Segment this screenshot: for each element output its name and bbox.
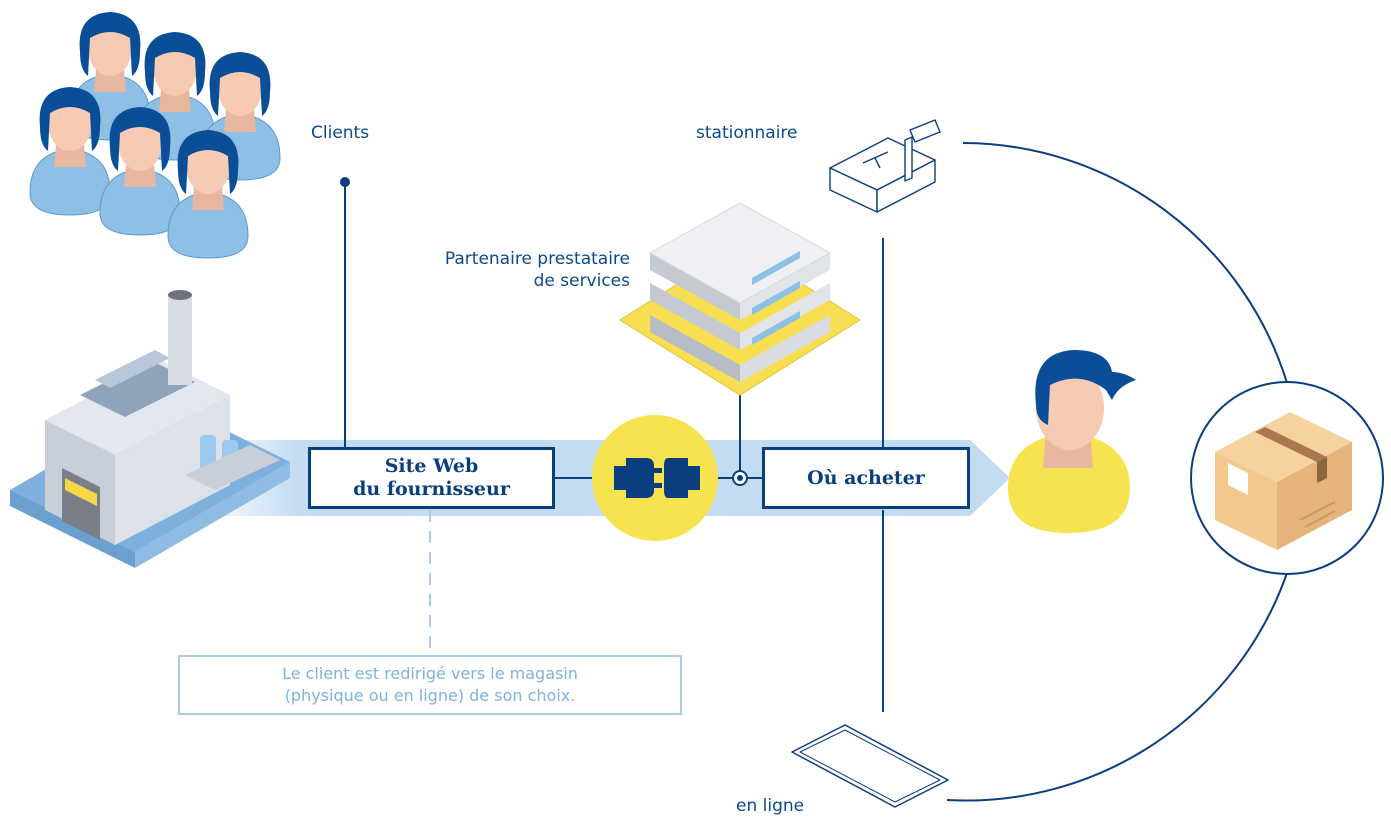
server-icon bbox=[619, 202, 861, 396]
where-to-buy-box: Où acheter bbox=[762, 447, 970, 509]
partner-label-line1: Partenaire prestataire bbox=[444, 249, 630, 269]
cash-register-icon bbox=[829, 119, 941, 213]
redirect-note-line1: Le client est redirigé vers le magasin bbox=[282, 664, 578, 683]
supplier-website-line1: Site Web bbox=[384, 455, 479, 477]
clients-dot bbox=[340, 177, 350, 187]
factory-icon bbox=[10, 290, 290, 568]
where-to-buy-label: Où acheter bbox=[807, 466, 925, 489]
online-label: en ligne bbox=[736, 796, 805, 816]
supplier-website-box: Site Web du fournisseur bbox=[308, 447, 555, 509]
customer-group-icon bbox=[29, 11, 281, 259]
stationary-label: stationnaire bbox=[696, 123, 798, 143]
partner-label-line2: de services bbox=[533, 271, 630, 291]
tablet-icon bbox=[791, 724, 949, 808]
redirect-note: Le client est redirigé vers le magasin (… bbox=[178, 655, 682, 715]
redirect-note-line2: (physique ou en ligne) de son choix. bbox=[284, 686, 576, 705]
customer-icon bbox=[1008, 350, 1136, 533]
package-box-icon bbox=[1190, 381, 1384, 575]
plug-connector-icon bbox=[592, 415, 718, 541]
partner-label: Partenaire prestataire de services bbox=[418, 248, 630, 292]
supplier-website-line2: du fournisseur bbox=[353, 478, 510, 500]
clients-label: Clients bbox=[311, 123, 370, 143]
junction-dot bbox=[737, 475, 743, 481]
